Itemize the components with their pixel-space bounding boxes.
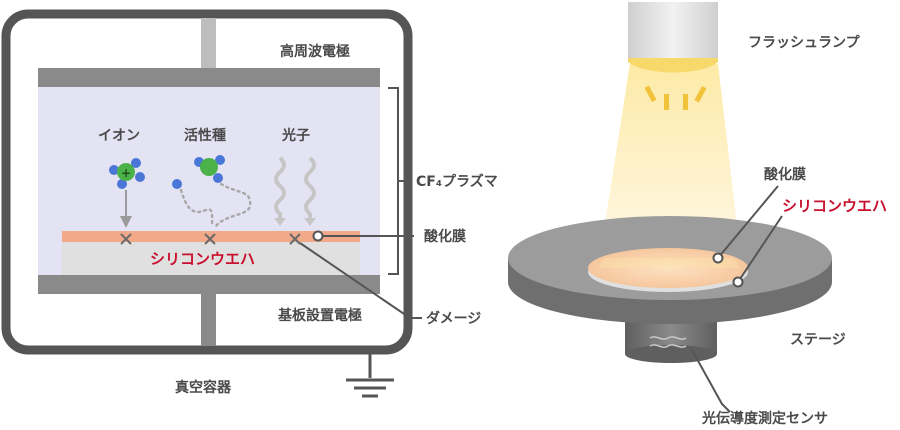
stage-electrode-label: 基板設置電極 xyxy=(278,307,362,324)
right-oxide-dot xyxy=(712,252,724,264)
ground-icon xyxy=(346,378,394,398)
rf-electrode-label: 高周波電極 xyxy=(280,43,350,60)
flash-lamp-label: フラッシュランプ xyxy=(748,35,861,51)
ion-label: イオン xyxy=(98,128,140,144)
left-oxide-label: 酸化膜 xyxy=(424,228,466,245)
sensor-base xyxy=(625,345,717,363)
rf-electrode-plate xyxy=(38,68,380,87)
radical-atom-icon xyxy=(172,179,182,189)
photon-arrowhead-2 xyxy=(304,218,316,226)
beam-on-wafer xyxy=(598,258,740,268)
top-feed-rod xyxy=(201,18,216,70)
flash-lamp-bulb xyxy=(628,58,718,73)
silicon-wafer xyxy=(62,242,360,275)
right-wafer-label: シリコンウエハ xyxy=(782,197,887,215)
damage-leader-line xyxy=(299,242,422,319)
plasma-label: CF₄プラズマ xyxy=(416,173,498,190)
radical-label: 活性種 xyxy=(184,127,226,144)
sensor-leader xyxy=(691,349,731,413)
flash-lamp-diagram: フラッシュランプ 酸化膜 シリコンウエハ ステージ 光伝導度測定センサ xyxy=(508,2,887,427)
photon-arrowhead-1 xyxy=(274,218,286,226)
photon-label: 光子 xyxy=(281,127,310,144)
right-wafer-dot xyxy=(732,276,744,288)
damage-marks xyxy=(120,233,301,245)
oxide-film-layer xyxy=(62,231,360,242)
ion-molecule-icon: + xyxy=(109,158,145,189)
light-beam xyxy=(598,64,742,268)
plasma-chamber-diagram: 高周波電極 基板設置電極 真空容器 イオン 活性種 光子 + xyxy=(1,9,498,398)
oxide-leader-dot xyxy=(312,230,324,242)
radical-path-1 xyxy=(179,188,214,228)
photon-wave-2 xyxy=(304,156,316,220)
damage-label: ダメージ xyxy=(426,310,481,327)
svg-text:+: + xyxy=(121,166,131,180)
plasma-bracket xyxy=(388,87,399,275)
right-oxide-film xyxy=(588,248,748,288)
sensor-coil xyxy=(649,336,687,348)
flash-lamp-housing xyxy=(628,2,718,58)
right-wafer-leader xyxy=(737,215,783,283)
sensor-label: 光伝導度測定センサ xyxy=(701,410,828,427)
stage-electrode-plate xyxy=(38,275,380,294)
photon-wave-1 xyxy=(274,156,286,220)
radical-molecule-icon xyxy=(194,155,225,183)
stage-label: ステージ xyxy=(790,332,846,348)
left-wafer-label: シリコンウエハ xyxy=(150,250,255,268)
radical-path-2 xyxy=(214,182,252,228)
right-oxide-label: 酸化膜 xyxy=(764,166,806,183)
bottom-feed-rod xyxy=(201,294,216,346)
right-oxide-leader xyxy=(717,185,779,259)
vacuum-chamber-label: 真空容器 xyxy=(175,379,232,396)
lamp-rays-icon xyxy=(644,85,707,110)
